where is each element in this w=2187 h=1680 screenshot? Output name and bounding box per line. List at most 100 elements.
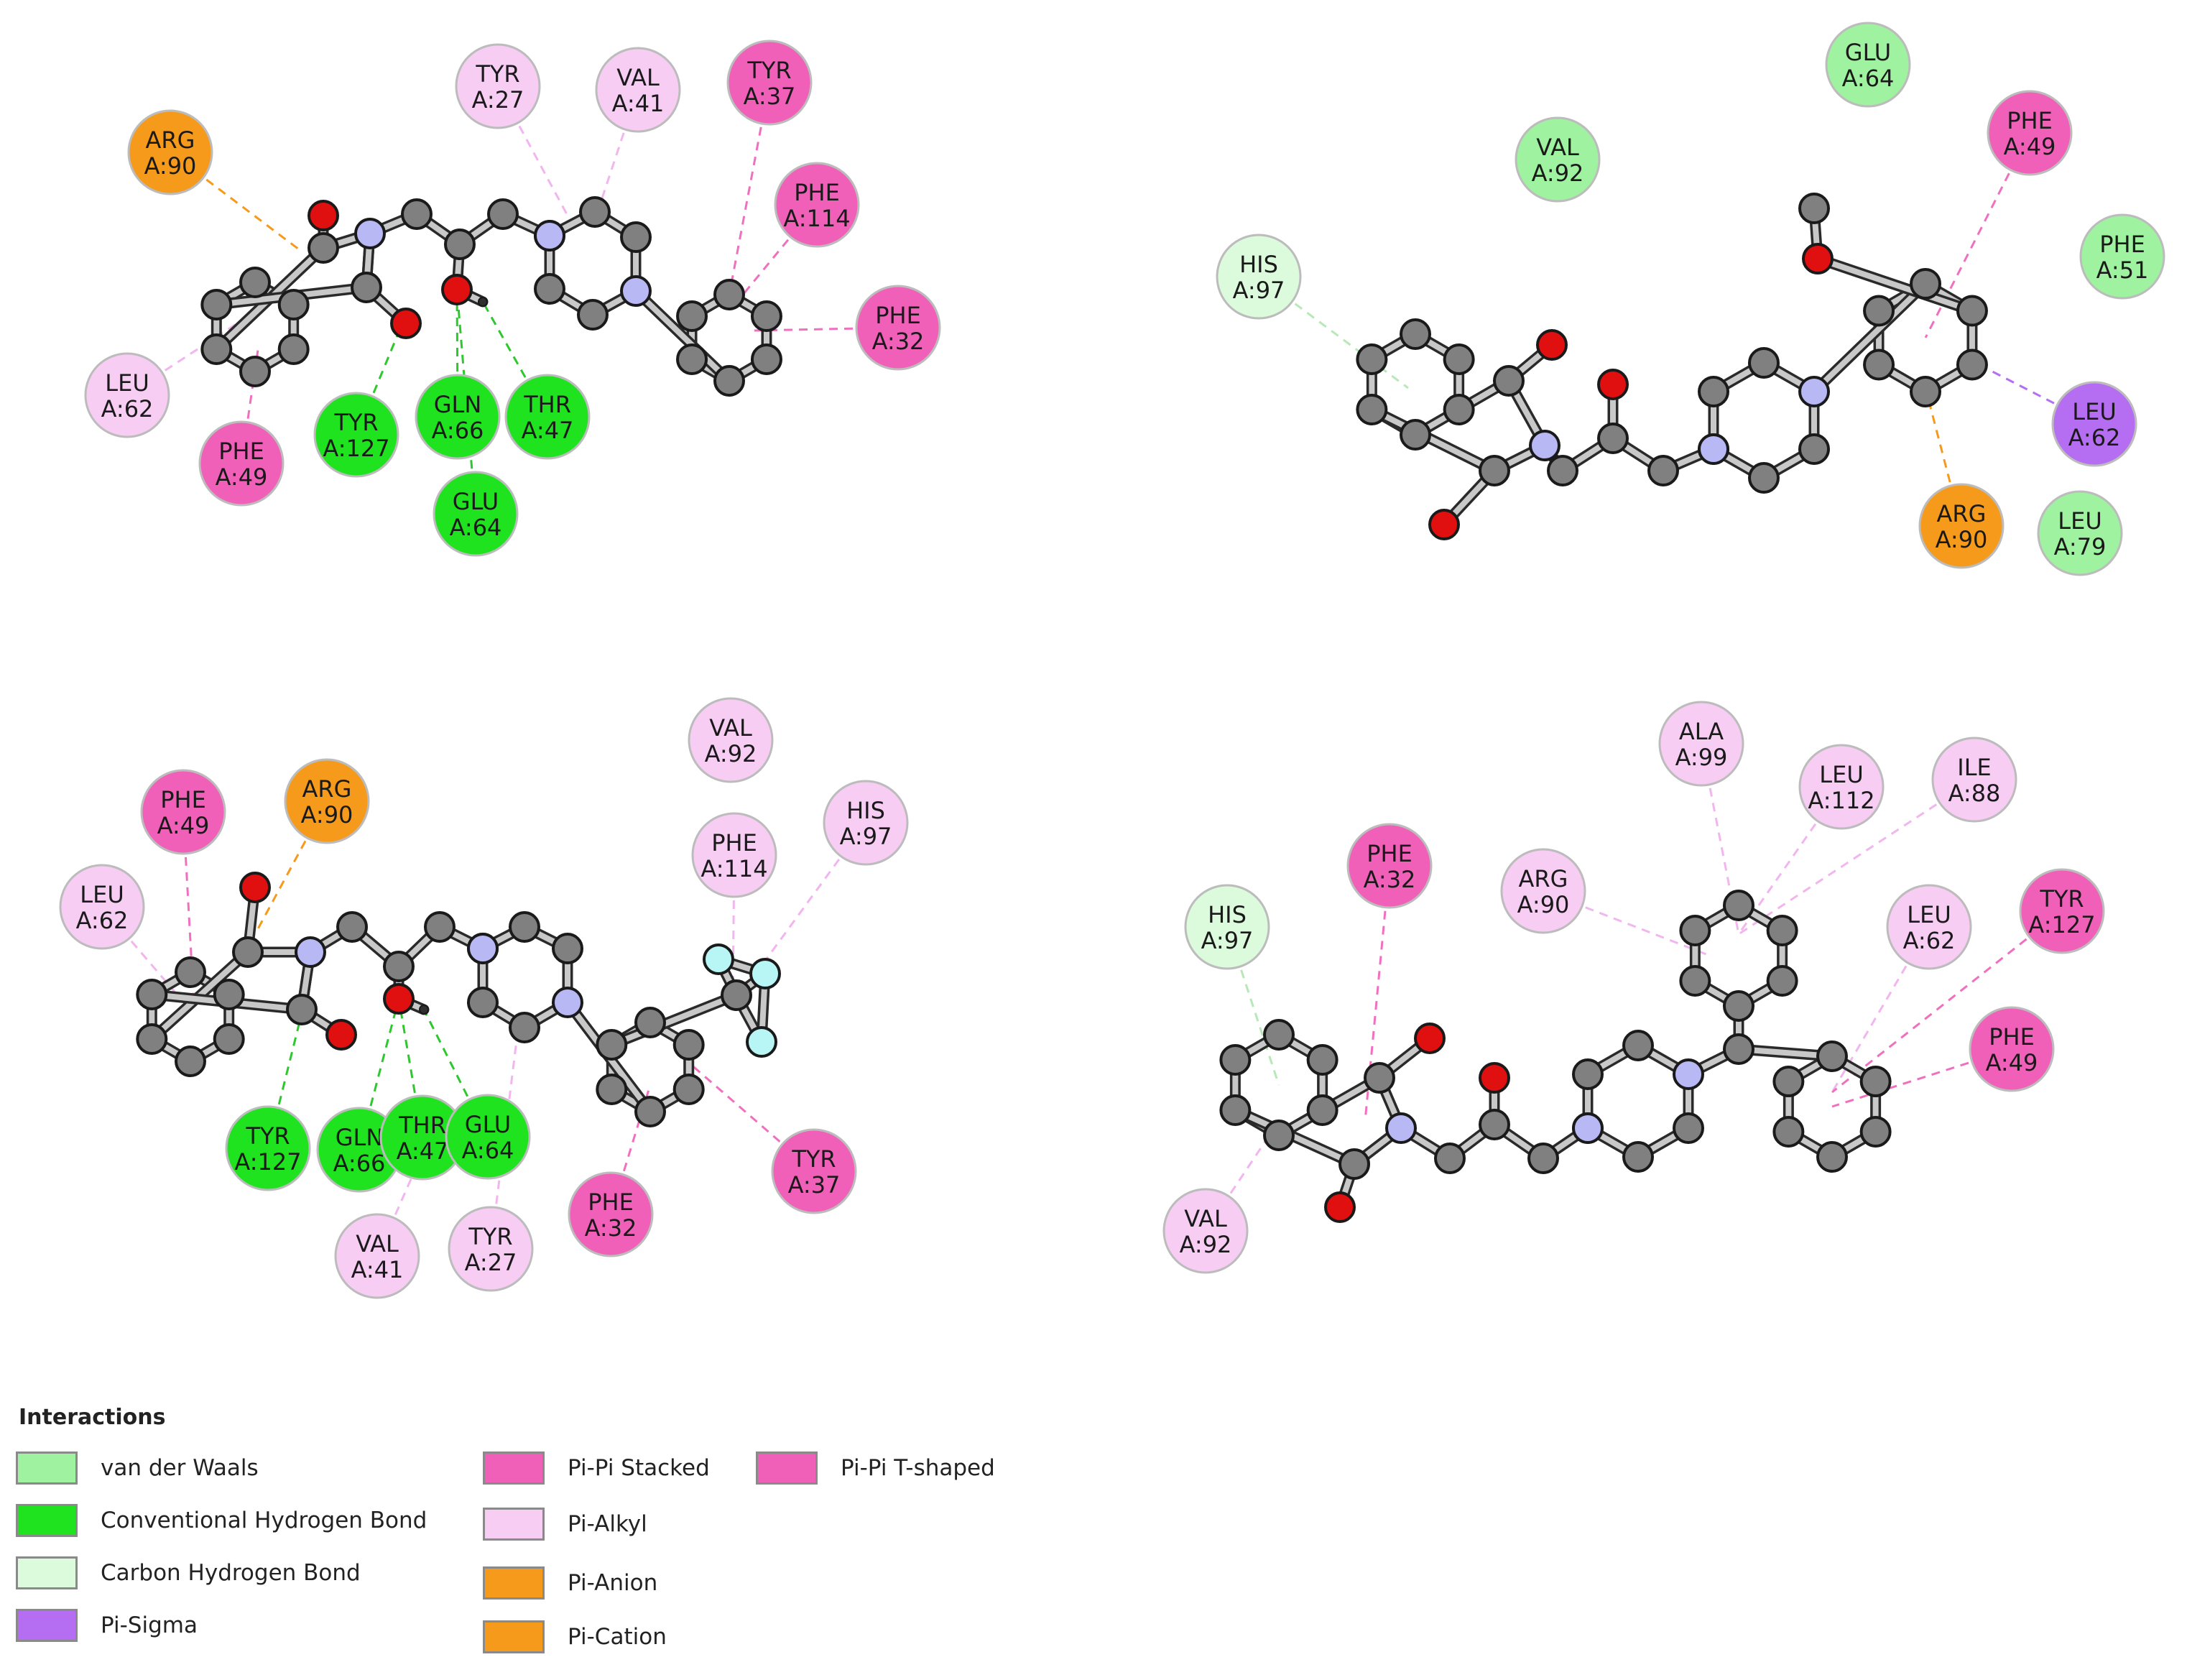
residue-disc xyxy=(855,285,941,371)
atom-C xyxy=(213,1023,245,1055)
residue-name: ILE xyxy=(1957,754,1991,781)
bond xyxy=(633,288,732,384)
atom-C xyxy=(1434,1143,1466,1174)
legend-item-pi-pi-tshaped: Pi-Pi T-shaped xyxy=(756,1448,995,1488)
atom-C xyxy=(577,299,609,331)
residue-id: A:62 xyxy=(2068,424,2121,451)
residue-disc xyxy=(504,374,591,460)
atom-C xyxy=(1443,343,1475,375)
atom-C xyxy=(552,933,583,964)
residue-id: A:47 xyxy=(522,417,574,444)
atom-C xyxy=(383,951,415,982)
residue-id: A:49 xyxy=(216,463,268,491)
legend-item-conventional-hbond: Conventional Hydrogen Bond xyxy=(16,1500,427,1541)
residue-id: A:90 xyxy=(144,152,197,180)
atom-O xyxy=(1536,329,1568,361)
residue-disc xyxy=(140,769,226,855)
atom-C xyxy=(1356,343,1388,375)
atom-C xyxy=(444,229,476,260)
atom-C xyxy=(1748,347,1780,379)
legend-label: Pi-Pi Stacked xyxy=(568,1455,710,1481)
atom-C xyxy=(672,1029,705,1061)
atom-C xyxy=(175,1046,206,1077)
atom-C xyxy=(1306,1044,1338,1076)
residue-id: A:41 xyxy=(351,1256,404,1283)
residue-disc xyxy=(1825,22,1911,108)
atom-N xyxy=(1385,1112,1417,1144)
residue-name: VAL xyxy=(709,714,752,742)
legend-label: Conventional Hydrogen Bond xyxy=(101,1508,427,1533)
atom-N xyxy=(1529,430,1561,461)
atom-C xyxy=(1723,1033,1754,1065)
residue-disc xyxy=(1515,116,1601,203)
atom-C xyxy=(1622,1030,1654,1061)
residue-disc xyxy=(1162,1188,1249,1274)
atom-C xyxy=(676,300,708,332)
atom-N xyxy=(534,220,565,251)
residue-id: A:90 xyxy=(1936,526,1988,553)
atom-C xyxy=(676,343,708,375)
atom-O xyxy=(1597,369,1629,400)
legend: Interactions van der Waals Conventional … xyxy=(16,1405,1065,1671)
atom-C xyxy=(336,911,368,943)
legend-label: Pi-Sigma xyxy=(101,1612,198,1638)
residue-id: A:62 xyxy=(101,395,154,423)
residue-id: A:32 xyxy=(585,1214,637,1242)
atom-C xyxy=(1798,193,1830,224)
atom-C xyxy=(351,272,382,303)
interaction-line xyxy=(358,998,400,1150)
residue-disc xyxy=(1969,1006,2055,1092)
residue-id: A:97 xyxy=(840,823,892,850)
legend-item-pi-alkyl: Pi-Alkyl xyxy=(483,1504,647,1544)
residue-id: A:64 xyxy=(450,514,502,541)
bond xyxy=(609,992,739,1048)
atom-C xyxy=(1859,1116,1892,1148)
atom-C xyxy=(1956,349,1988,381)
bond xyxy=(1815,256,1975,314)
atom-N xyxy=(467,933,499,964)
atom-C xyxy=(1527,1143,1559,1174)
residue-id: A:127 xyxy=(234,1148,301,1176)
residue-name: THR xyxy=(523,391,571,418)
atom-C xyxy=(136,979,168,1010)
residue-id: A:99 xyxy=(1675,744,1728,771)
residue-id: A:97 xyxy=(1233,277,1285,304)
atom-C xyxy=(200,289,233,320)
residue-disc xyxy=(1184,884,1270,970)
residue-disc xyxy=(726,40,813,126)
atom-C xyxy=(1772,1116,1805,1148)
atom-C xyxy=(1816,1141,1848,1173)
residue-name: GLN xyxy=(434,391,482,418)
atom-C xyxy=(1572,1058,1604,1090)
residue-name: PHE xyxy=(875,302,921,329)
legend-label: Pi-Cation xyxy=(568,1624,667,1650)
atom-C xyxy=(620,221,652,253)
atom-N xyxy=(295,936,326,968)
residue-disc xyxy=(688,697,774,783)
atom-O xyxy=(1802,243,1834,274)
residue-name: PHE xyxy=(1989,1023,2035,1051)
interaction-line xyxy=(1738,778,1975,936)
atom-N xyxy=(1798,376,1830,407)
residue-name: HIS xyxy=(1239,251,1278,278)
atom-C xyxy=(200,333,233,365)
legend-swatch xyxy=(16,1451,78,1485)
atom-C xyxy=(1364,1062,1395,1094)
atom-N xyxy=(1698,433,1729,465)
residue-disc xyxy=(225,1105,311,1191)
atom-C xyxy=(1772,1066,1805,1097)
atom-C xyxy=(213,979,245,1010)
legend-item-pi-pi-stacked: Pi-Pi Stacked xyxy=(483,1448,710,1488)
legend-label: Pi-Pi T-shaped xyxy=(841,1455,995,1481)
atom-N xyxy=(552,987,583,1018)
